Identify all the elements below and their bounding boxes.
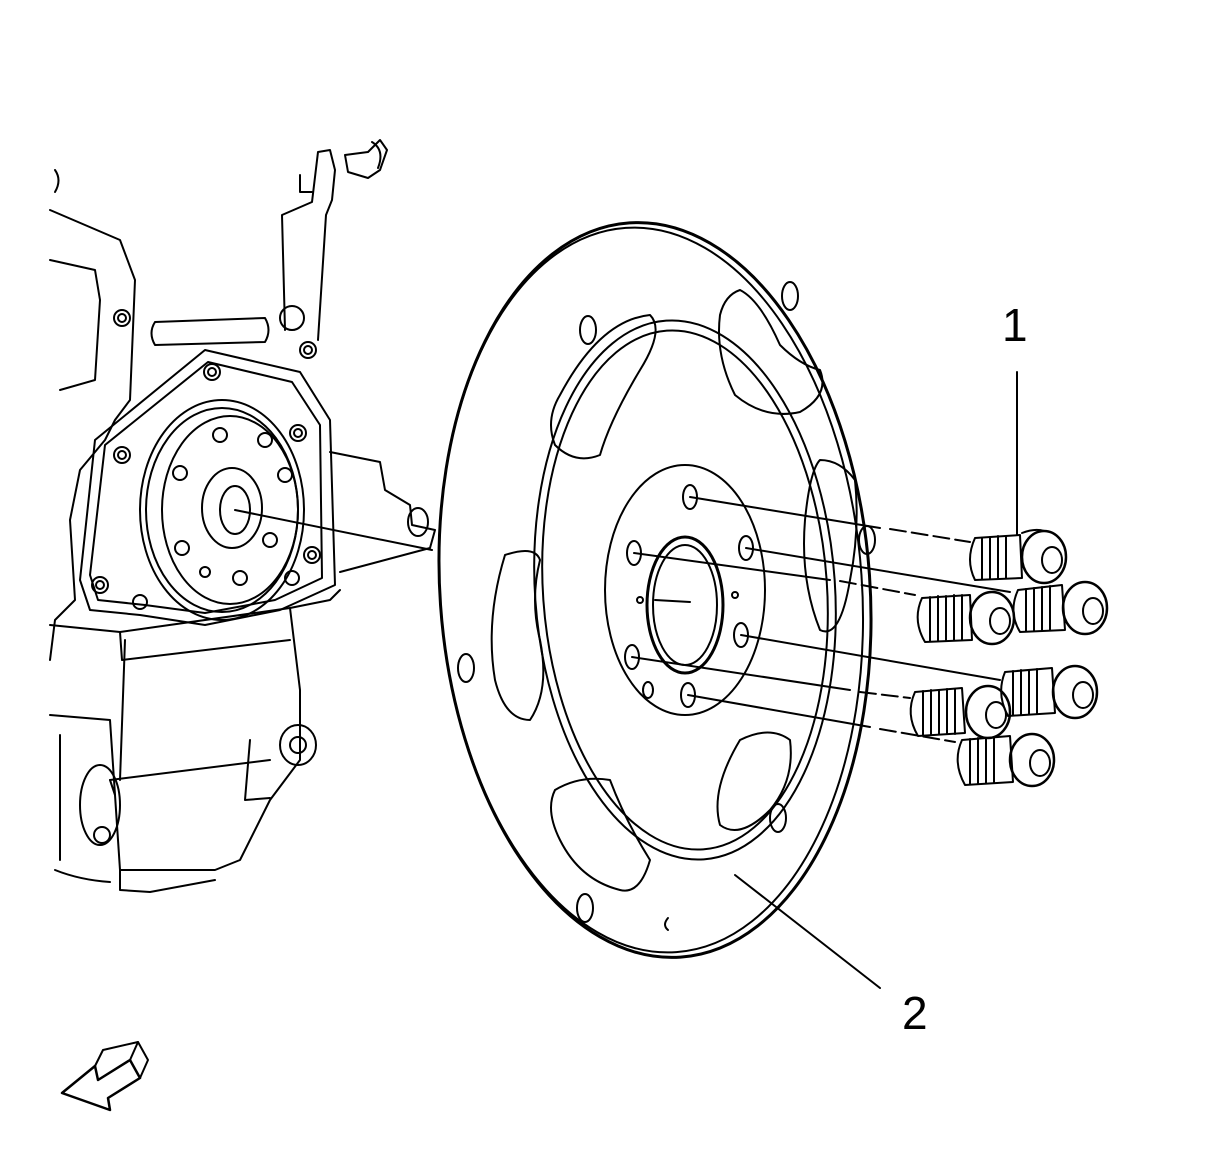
alignment-lines (234, 496, 1011, 743)
bolt (909, 684, 1012, 740)
flexplate (437, 221, 876, 959)
bolt (969, 528, 1068, 585)
callout-2-leader (734, 874, 881, 989)
view-direction-arrow-icon (60, 1041, 149, 1112)
callout-label-1: 1 (1002, 299, 1028, 351)
bolt (916, 590, 1016, 646)
bolt (1012, 580, 1109, 636)
bolt (1000, 664, 1099, 720)
bolt (956, 732, 1056, 788)
engine-block (49, 139, 436, 893)
callout-label-2: 2 (902, 987, 928, 1039)
flexplate-bolts (909, 528, 1109, 788)
